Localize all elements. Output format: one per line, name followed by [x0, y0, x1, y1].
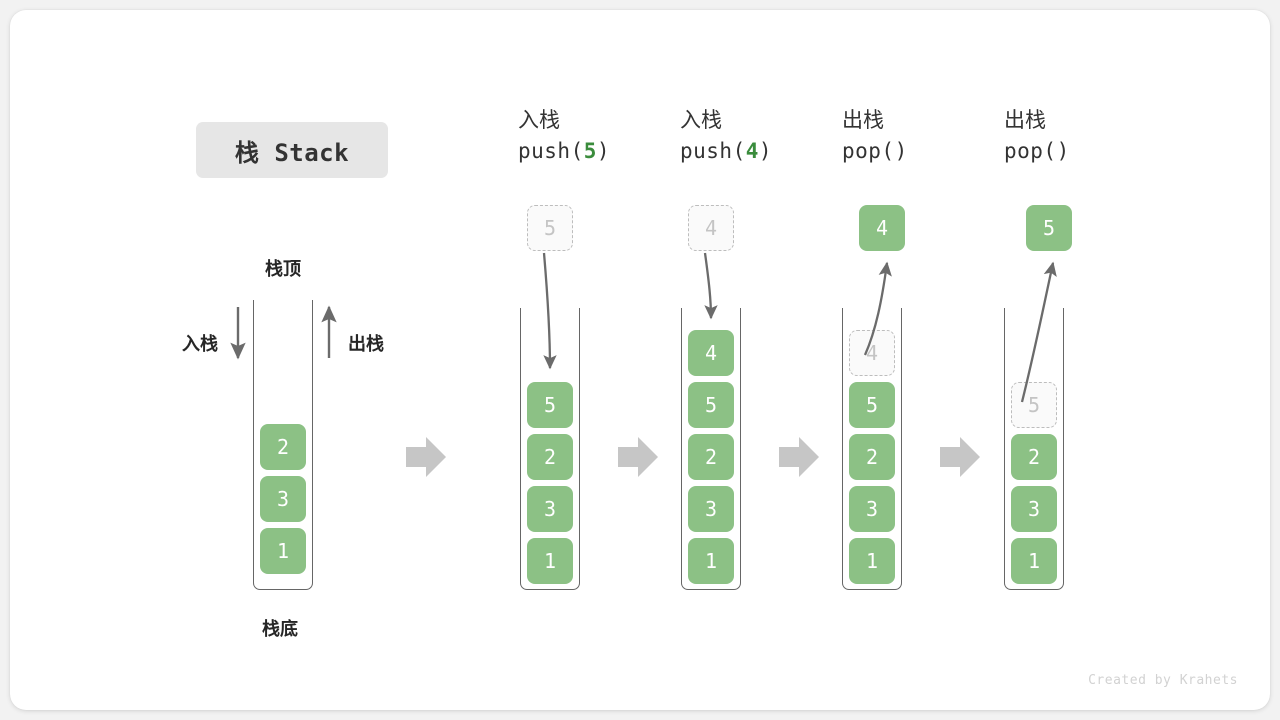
stack-cell: 3 [527, 486, 573, 532]
column-header-code: push(4) [680, 135, 850, 167]
code-prefix: pop( [1004, 139, 1057, 163]
popped-value-cell: 4 [859, 205, 905, 251]
code-suffix: ) [1056, 139, 1070, 163]
column-header-cn: 入栈 [680, 108, 722, 132]
step-arrow [779, 437, 819, 477]
diagram-card: 栈 Stack 栈顶 入栈 出栈 2 3 1 栈底 入栈 push(5) 5 5… [10, 10, 1270, 710]
code-argument: 4 [745, 139, 759, 163]
step-arrow [940, 437, 980, 477]
column-header-cn: 入栈 [518, 108, 560, 132]
incoming-ghost-cell: 5 [527, 205, 573, 251]
stack-cell: 3 [688, 486, 734, 532]
popped-value-cell: 5 [1026, 205, 1072, 251]
column-header-cn: 出栈 [1004, 108, 1046, 132]
stack-cell: 1 [527, 538, 573, 584]
stack-cell: 1 [688, 538, 734, 584]
code-prefix: push( [518, 139, 584, 163]
code-suffix: ) [596, 139, 611, 163]
stack-cell: 2 [527, 434, 573, 480]
column-header-push-4: 入栈 push(4) [680, 105, 850, 167]
column-header-code: pop() [842, 135, 1012, 167]
stack-top-label: 栈顶 [265, 259, 301, 280]
removed-ghost-cell: 4 [849, 330, 895, 376]
stack-cell: 3 [260, 476, 306, 522]
diagram-title: 栈 Stack [196, 122, 388, 178]
column-header-code: push(5) [518, 135, 688, 167]
step-arrow [406, 437, 446, 477]
code-prefix: pop( [842, 139, 895, 163]
stack-cell: 2 [1011, 434, 1057, 480]
credit-footer: Created by Krahets [1088, 673, 1238, 688]
stack-container-pop-2 [1004, 308, 1064, 590]
stack-container-initial [253, 300, 313, 590]
stack-cell: 1 [260, 528, 306, 574]
stack-cell: 2 [688, 434, 734, 480]
column-header-code: pop() [1004, 135, 1174, 167]
removed-ghost-cell: 5 [1011, 382, 1057, 428]
stack-cell: 4 [688, 330, 734, 376]
stack-cell: 2 [849, 434, 895, 480]
column-header-pop-2: 出栈 pop() [1004, 105, 1174, 167]
stack-cell: 1 [849, 538, 895, 584]
stack-container-push-4 [681, 308, 741, 590]
code-suffix: ) [894, 139, 908, 163]
stack-cell: 2 [260, 424, 306, 470]
stack-cell: 5 [527, 382, 573, 428]
column-header-cn: 出栈 [842, 108, 884, 132]
stack-cell: 1 [1011, 538, 1057, 584]
stack-cell: 5 [849, 382, 895, 428]
stack-bottom-label: 栈底 [262, 619, 298, 640]
step-arrow [618, 437, 658, 477]
stack-cell: 3 [1011, 486, 1057, 532]
stack-container-pop-1 [842, 308, 902, 590]
pop-side-label: 出栈 [348, 334, 384, 355]
stack-cell: 3 [849, 486, 895, 532]
code-suffix: ) [758, 139, 773, 163]
code-prefix: push( [680, 139, 746, 163]
push-side-label: 入栈 [182, 334, 218, 355]
column-header-push-5: 入栈 push(5) [518, 105, 688, 167]
stack-cell: 5 [688, 382, 734, 428]
code-argument: 5 [583, 139, 597, 163]
column-header-pop-1: 出栈 pop() [842, 105, 1012, 167]
incoming-ghost-cell: 4 [688, 205, 734, 251]
stack-container-push-5 [520, 308, 580, 590]
